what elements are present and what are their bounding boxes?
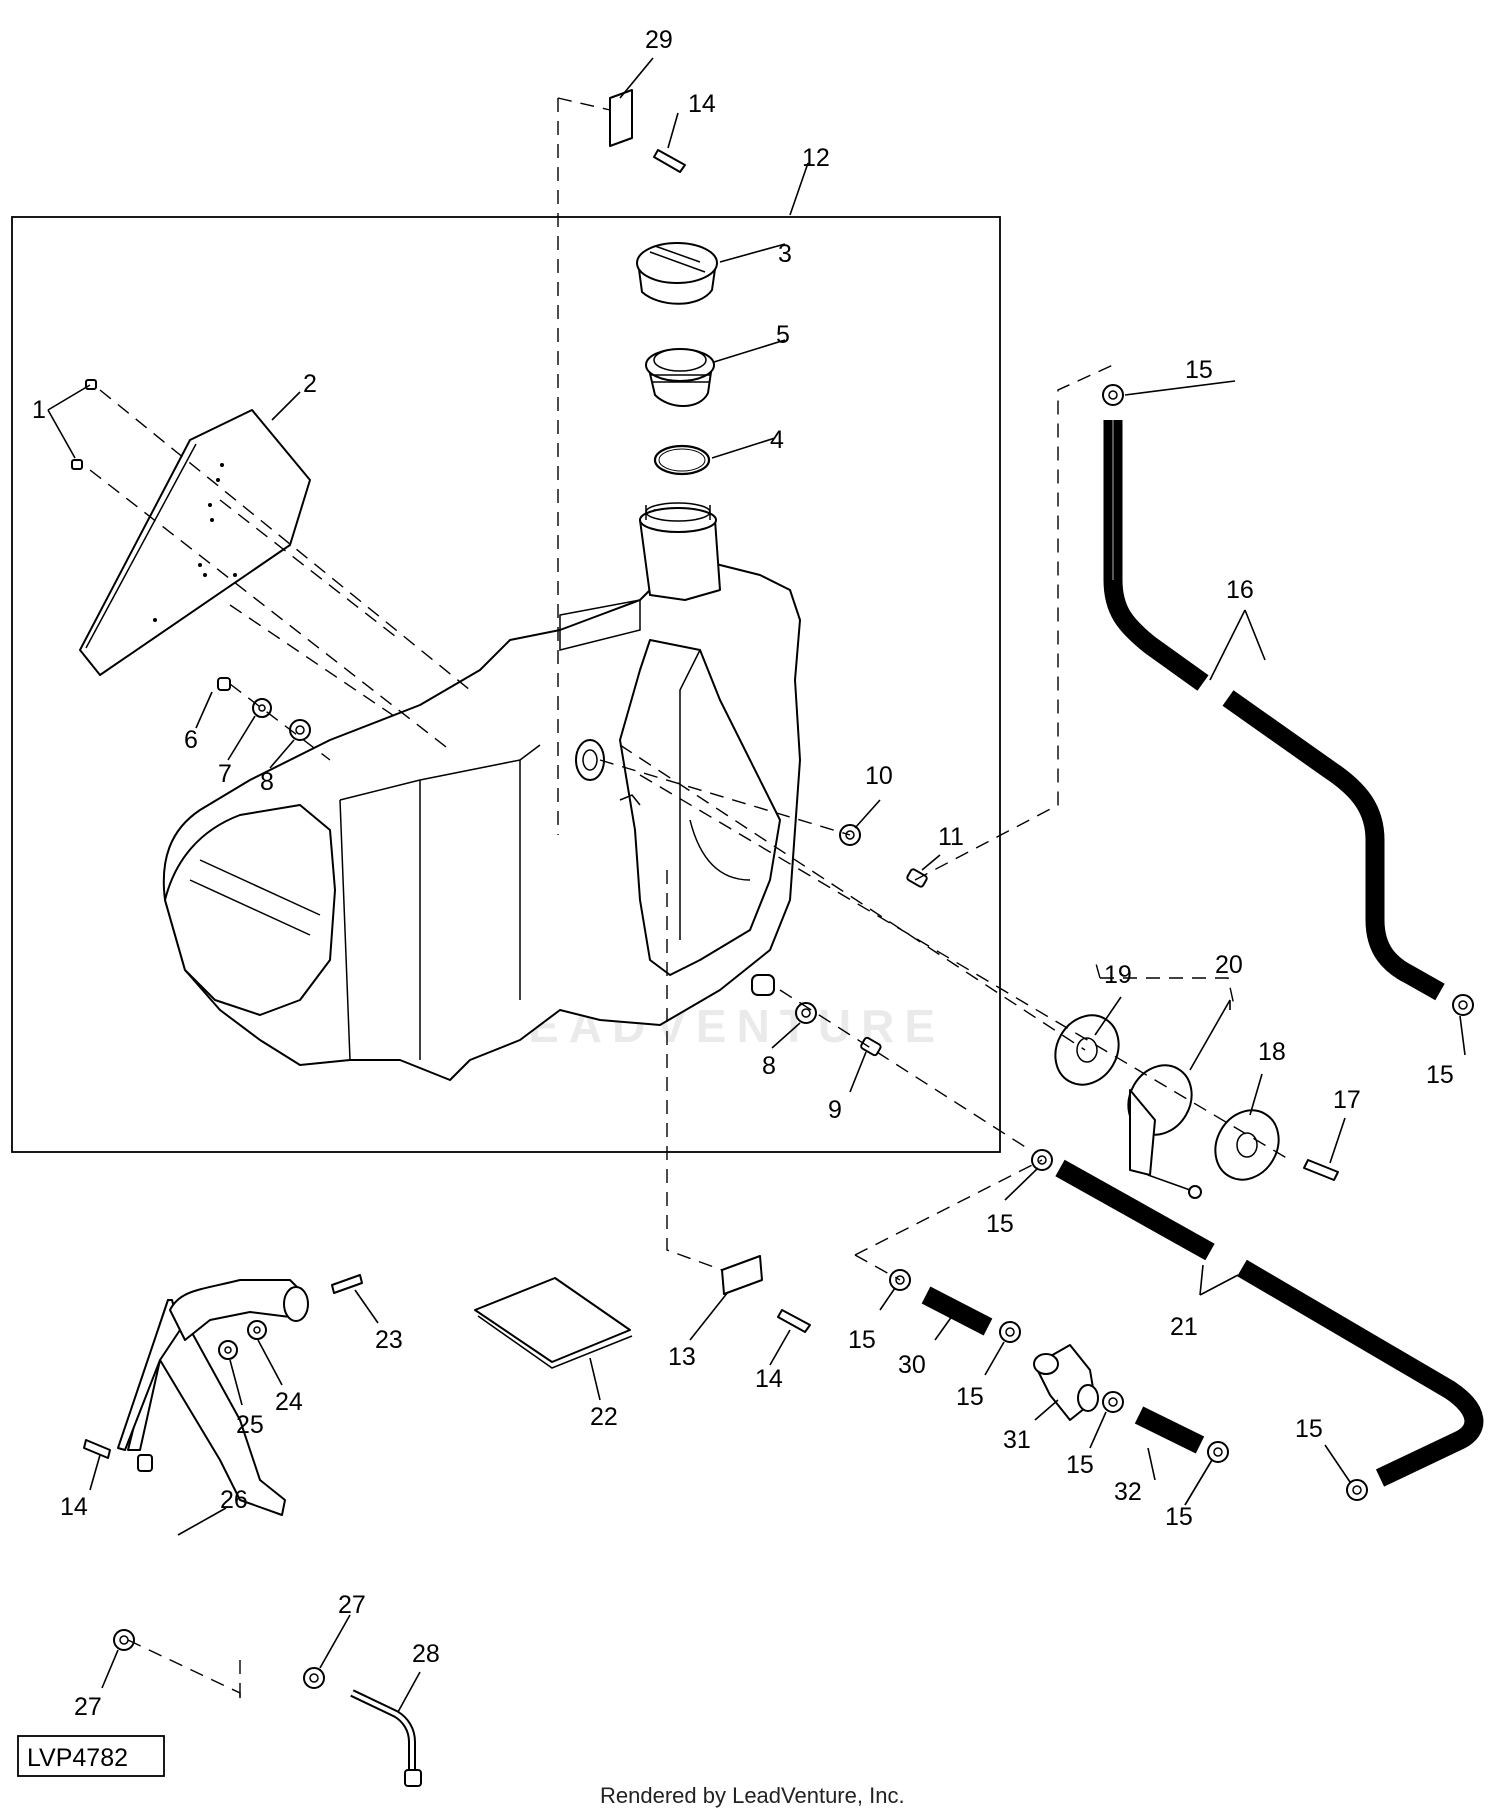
nut-8b <box>795 1002 817 1024</box>
callout-23: 23 <box>375 1326 403 1354</box>
screw-1b <box>71 459 83 470</box>
callout-17: 17 <box>1333 1086 1361 1114</box>
callout-15a: 15 <box>1185 356 1213 384</box>
callout-14c: 14 <box>60 1493 88 1521</box>
screw-1a <box>85 379 97 390</box>
washer-7 <box>252 698 272 718</box>
clamp-15f <box>1102 1391 1124 1413</box>
hose-32 <box>1134 1406 1205 1454</box>
callout-27b: 27 <box>74 1693 102 1721</box>
fitting-11 <box>906 868 928 888</box>
callout-26: 26 <box>220 1486 248 1514</box>
screw-14b <box>777 1309 811 1333</box>
callout-15e: 15 <box>956 1383 984 1411</box>
callout-3: 3 <box>778 240 792 268</box>
callout-8b: 8 <box>762 1052 776 1080</box>
callout-28: 28 <box>412 1640 440 1668</box>
hose-16 <box>1103 420 1445 1001</box>
callout-19: 19 <box>1104 961 1132 989</box>
callout-15g: 15 <box>1165 1503 1193 1531</box>
fuel-cap <box>636 242 718 305</box>
callout-8a: 8 <box>260 768 274 796</box>
callout-2: 2 <box>303 370 317 398</box>
callout-15d: 15 <box>848 1326 876 1354</box>
callout-10: 10 <box>865 762 893 790</box>
mount-plate <box>79 409 311 676</box>
callout-11: 11 <box>938 823 964 851</box>
clip-29 <box>609 89 633 147</box>
washer-24 <box>247 1320 267 1340</box>
callout-20: 20 <box>1215 951 1243 979</box>
callout-22: 22 <box>590 1403 618 1431</box>
callout-15f: 15 <box>1066 1451 1094 1479</box>
callout-labels: 1 2 3 4 5 6 7 8 8 9 10 11 12 13 14 14 14… <box>32 26 1454 1721</box>
sender-gasket-18 <box>1214 1109 1280 1181</box>
callout-15h: 15 <box>1295 1415 1323 1443</box>
callout-7: 7 <box>218 760 232 788</box>
callout-4: 4 <box>770 426 784 454</box>
callout-6: 6 <box>184 726 198 754</box>
callout-14b: 14 <box>755 1365 783 1393</box>
callout-5: 5 <box>776 321 790 349</box>
callout-21: 21 <box>1170 1313 1198 1341</box>
callout-12: 12 <box>802 144 830 172</box>
leader-lines <box>47 57 1466 1713</box>
sender-bracket-20 <box>1127 1064 1202 1199</box>
bolt-23 <box>331 1274 363 1294</box>
clamp-15h <box>1346 1479 1368 1501</box>
callout-25: 25 <box>236 1411 264 1439</box>
sender-gasket-19 <box>1054 1014 1120 1086</box>
nut-27b <box>303 1667 325 1689</box>
filler-adapter <box>645 348 715 407</box>
hose-21 <box>1055 1159 1484 1487</box>
nut-25 <box>218 1340 238 1360</box>
screw-14a <box>653 149 686 173</box>
bolt-6 <box>217 677 231 691</box>
screw-14c <box>83 1439 111 1459</box>
clip-13 <box>721 1255 763 1295</box>
fuel-filter <box>1033 1344 1099 1421</box>
callout-13: 13 <box>668 1343 696 1371</box>
fuel-tank <box>162 502 801 1081</box>
hose-30 <box>921 1286 993 1336</box>
clamp-15b <box>1452 994 1474 1016</box>
footer-credit: Rendered by LeadVenture, Inc. <box>600 1783 905 1808</box>
o-ring <box>653 444 711 476</box>
label-card-22 <box>474 1277 633 1369</box>
fitting-9 <box>860 1036 882 1057</box>
callout-30: 30 <box>898 1351 926 1379</box>
callout-14a: 14 <box>688 90 716 118</box>
callout-27a: 27 <box>338 1591 366 1619</box>
screw-17 <box>1303 1159 1339 1181</box>
assembly-lines <box>89 97 1291 1704</box>
nut-8a <box>289 719 311 741</box>
clamp-15e <box>999 1321 1021 1343</box>
callout-24: 24 <box>275 1388 303 1416</box>
callout-1: 1 <box>32 396 46 424</box>
clamp-15a <box>1102 384 1124 406</box>
diagram-id-text: LVP4782 <box>27 1744 128 1772</box>
tank-strap <box>117 1279 309 1516</box>
callout-15c: 15 <box>986 1210 1014 1238</box>
callout-15b: 15 <box>1426 1061 1454 1089</box>
callout-31: 31 <box>1003 1426 1031 1454</box>
nut-27a <box>113 1629 135 1651</box>
diagram-id-badge: LVP4782 <box>17 1735 165 1777</box>
fuel-line-28 <box>350 1689 422 1787</box>
clamp-15g <box>1207 1441 1229 1463</box>
callout-16: 16 <box>1226 576 1254 604</box>
callout-32: 32 <box>1114 1478 1142 1506</box>
kit-boundary-box <box>11 216 1001 1153</box>
callout-18: 18 <box>1258 1038 1286 1066</box>
callout-29: 29 <box>645 26 673 54</box>
callout-9: 9 <box>828 1096 842 1124</box>
